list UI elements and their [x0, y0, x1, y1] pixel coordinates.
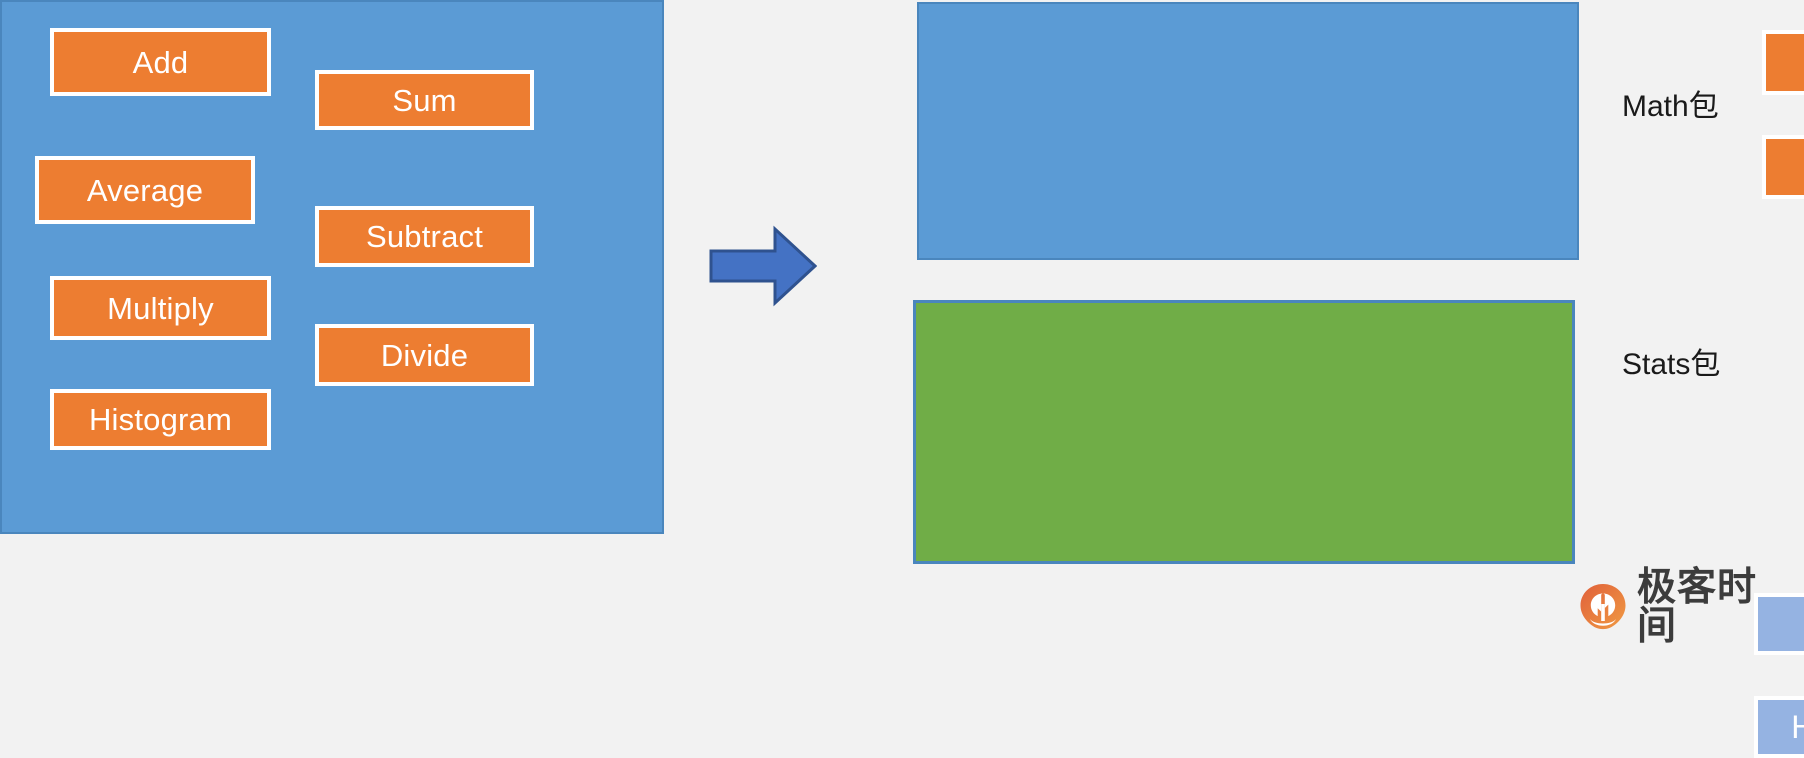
function-box-multiply[interactable]: Multiply	[50, 276, 271, 340]
stats-package-label: Stats包	[1622, 348, 1721, 381]
function-box-label: Histogram	[1791, 709, 1804, 745]
function-box-add[interactable]: Add	[50, 28, 271, 96]
function-box-sum[interactable]: Sum	[315, 70, 534, 130]
function-box-subtract[interactable]: Subtract	[315, 206, 534, 267]
transform-arrow-icon	[709, 225, 817, 307]
function-box-histogram[interactable]: Histogram	[50, 389, 271, 450]
function-box-sum[interactable]: Sum	[1754, 593, 1804, 655]
function-box-label: Multiply	[107, 290, 214, 326]
watermark-text: 极客时间	[1637, 566, 1758, 648]
function-box-multiply[interactable]: Multiply	[1762, 135, 1804, 199]
function-box-add[interactable]: Add	[1762, 30, 1804, 95]
stats-package-panel: Sum Average Histogram	[913, 300, 1804, 758]
function-box-histogram[interactable]: Histogram	[1754, 696, 1804, 758]
function-box-label: Histogram	[88, 402, 233, 437]
math-package-label: Math包	[1622, 90, 1719, 123]
unorganized-function-panel: Add Sum Average Subtract Multiply Divide…	[0, 0, 664, 534]
function-box-label: Subtract	[365, 219, 484, 254]
function-box-label: Divide	[380, 337, 469, 373]
function-box-label: Add	[132, 44, 189, 80]
function-box-label: Sum	[392, 82, 457, 118]
geektime-pin-logo-icon	[1580, 584, 1626, 630]
math-package-panel: Add Subtract Multiply Divide	[917, 2, 1804, 260]
function-box-average[interactable]: Average	[35, 156, 255, 224]
watermark: 极客时间	[1578, 568, 1783, 646]
function-box-divide[interactable]: Divide	[315, 324, 534, 386]
function-box-label: Average	[86, 172, 204, 208]
